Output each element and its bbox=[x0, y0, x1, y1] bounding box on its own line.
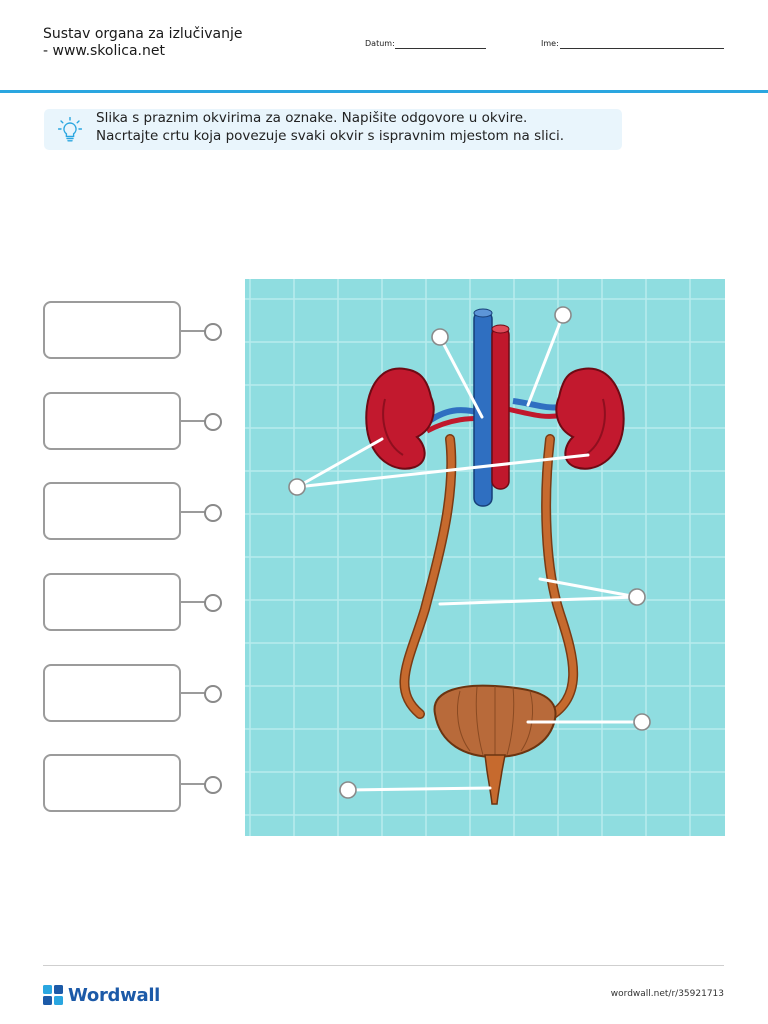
footer-divider bbox=[43, 965, 724, 966]
label-box-3[interactable] bbox=[43, 482, 181, 540]
right-ureter bbox=[541, 435, 577, 723]
date-label: Datum: bbox=[365, 39, 395, 48]
left-ureter bbox=[401, 435, 455, 718]
right-kidney bbox=[555, 367, 625, 470]
label-box-4[interactable] bbox=[43, 573, 181, 631]
marker-dot-6 bbox=[339, 781, 357, 799]
marker-dot-3 bbox=[288, 478, 306, 496]
label-box-1[interactable] bbox=[43, 301, 181, 359]
urinary-system-illustration bbox=[245, 279, 725, 836]
label-dot-1[interactable] bbox=[204, 323, 222, 341]
label-dot-2[interactable] bbox=[204, 413, 222, 431]
instruction-text: Slika s praznim okvirima za oznake. Napi… bbox=[96, 109, 616, 145]
label-connector-1 bbox=[181, 330, 205, 332]
left-kidney bbox=[365, 367, 435, 470]
urethra bbox=[484, 754, 506, 805]
label-dot-6[interactable] bbox=[204, 776, 222, 794]
label-box-2[interactable] bbox=[43, 392, 181, 450]
label-dot-5[interactable] bbox=[204, 685, 222, 703]
label-box-5[interactable] bbox=[43, 664, 181, 722]
pointer-lines bbox=[295, 313, 644, 792]
label-dot-3[interactable] bbox=[204, 504, 222, 522]
title-line-1: Sustav organa za izlučivanje bbox=[43, 26, 243, 42]
label-connector-5 bbox=[181, 692, 205, 694]
label-connector-6 bbox=[181, 783, 205, 785]
name-label: Ime: bbox=[541, 39, 559, 48]
instruction-line-2: Nacrtajte crtu koja povezuje svaki okvir… bbox=[96, 128, 565, 144]
date-field[interactable] bbox=[395, 48, 486, 49]
marker-dot-1 bbox=[431, 328, 449, 346]
label-connector-4 bbox=[181, 601, 205, 603]
header-divider bbox=[0, 90, 768, 93]
marker-dot-5 bbox=[633, 713, 651, 731]
instruction-line-1: Slika s praznim okvirima za oznake. Napi… bbox=[96, 110, 528, 126]
worksheet-title: Sustav organa za izlučivanje - www.skoli… bbox=[43, 26, 303, 60]
lightbulb-icon bbox=[58, 117, 82, 142]
marker-dot-4 bbox=[628, 588, 646, 606]
name-field[interactable] bbox=[560, 48, 724, 49]
label-box-6[interactable] bbox=[43, 754, 181, 812]
title-line-2: - www.skolica.net bbox=[43, 43, 165, 59]
label-connector-3 bbox=[181, 511, 205, 513]
label-connector-2 bbox=[181, 420, 205, 422]
marker-dot-2 bbox=[554, 306, 572, 324]
wordwall-logo-icon bbox=[43, 985, 63, 1005]
footer-url[interactable]: wordwall.net/r/35921713 bbox=[610, 989, 724, 999]
instruction-box: Slika s praznim okvirima za oznake. Napi… bbox=[44, 109, 622, 150]
wordwall-logo: Wordwall bbox=[43, 984, 160, 1006]
label-dot-4[interactable] bbox=[204, 594, 222, 612]
wordwall-brand: Wordwall bbox=[68, 984, 161, 1006]
